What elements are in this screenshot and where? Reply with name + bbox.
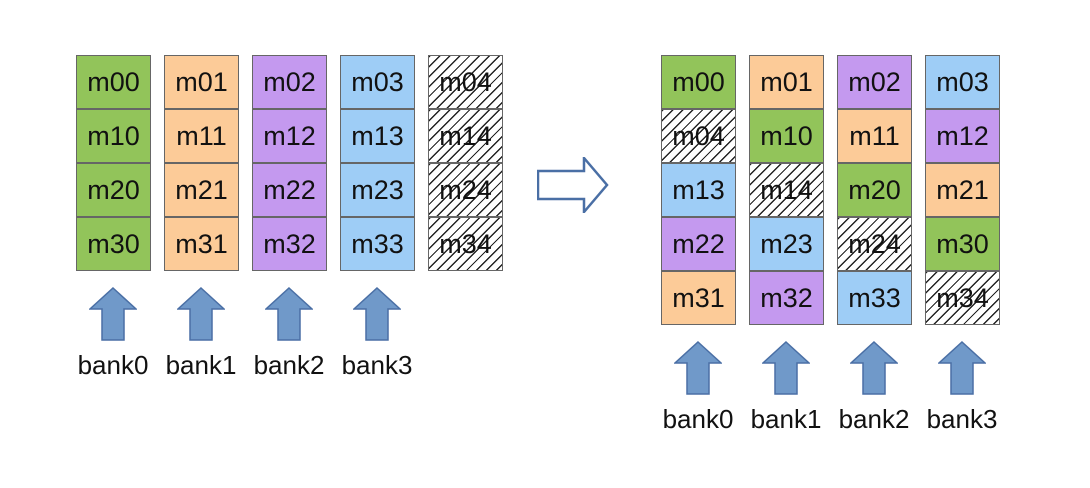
left-cell-m30: m30	[76, 217, 151, 271]
left-cell-m31: m31	[164, 217, 239, 271]
right-cell-m00: m00	[661, 55, 736, 109]
left-cell-m33: m33	[340, 217, 415, 271]
right-cell-m20: m20	[837, 163, 912, 217]
left-bank1-up-arrow-icon	[176, 286, 226, 341]
right-bank0-up-arrow-icon	[673, 340, 723, 395]
right-cell-m11: m11	[837, 109, 912, 163]
left-cell-m13: m13	[340, 109, 415, 163]
right-bank3-label: bank3	[926, 404, 998, 434]
left-cell-m00: m00	[76, 55, 151, 109]
left-cell-m34: m34	[428, 217, 503, 271]
right-cell-m34: m34	[925, 271, 1000, 325]
right-bank2-label: bank2	[838, 404, 910, 434]
right-cell-m24: m24	[837, 217, 912, 271]
left-cell-m23: m23	[340, 163, 415, 217]
left-bank2-label: bank2	[253, 350, 325, 380]
right-bank1-label: bank1	[750, 404, 822, 434]
right-cell-m30: m30	[925, 217, 1000, 271]
right-cell-m14: m14	[749, 163, 824, 217]
right-cell-m31: m31	[661, 271, 736, 325]
left-cell-m22: m22	[252, 163, 327, 217]
left-bank0-label: bank0	[77, 350, 149, 380]
left-cell-m24: m24	[428, 163, 503, 217]
left-bank0-up-arrow-icon	[88, 286, 138, 341]
left-cell-m12: m12	[252, 109, 327, 163]
right-bank3-up-arrow-icon	[937, 340, 987, 395]
right-cell-m32: m32	[749, 271, 824, 325]
left-cell-m03: m03	[340, 55, 415, 109]
left-bank2-up-arrow-icon	[264, 286, 314, 341]
left-bank3-label: bank3	[341, 350, 413, 380]
left-cell-m01: m01	[164, 55, 239, 109]
left-cell-m02: m02	[252, 55, 327, 109]
right-cell-m04: m04	[661, 109, 736, 163]
left-cell-m32: m32	[252, 217, 327, 271]
left-bank1-label: bank1	[165, 350, 237, 380]
right-cell-m01: m01	[749, 55, 824, 109]
right-cell-m12: m12	[925, 109, 1000, 163]
right-cell-m03: m03	[925, 55, 1000, 109]
left-cell-m20: m20	[76, 163, 151, 217]
left-bank3-up-arrow-icon	[352, 286, 402, 341]
right-cell-m23: m23	[749, 217, 824, 271]
left-cell-m04: m04	[428, 55, 503, 109]
right-bank2-up-arrow-icon	[849, 340, 899, 395]
left-cell-m14: m14	[428, 109, 503, 163]
left-cell-m21: m21	[164, 163, 239, 217]
right-cell-m02: m02	[837, 55, 912, 109]
right-bank0-label: bank0	[662, 404, 734, 434]
right-cell-m33: m33	[837, 271, 912, 325]
left-cell-m10: m10	[76, 109, 151, 163]
right-cell-m22: m22	[661, 217, 736, 271]
right-cell-m13: m13	[661, 163, 736, 217]
right-bank1-up-arrow-icon	[761, 340, 811, 395]
right-cell-m10: m10	[749, 109, 824, 163]
right-cell-m21: m21	[925, 163, 1000, 217]
left-cell-m11: m11	[164, 109, 239, 163]
right-arrow-icon	[537, 157, 609, 213]
